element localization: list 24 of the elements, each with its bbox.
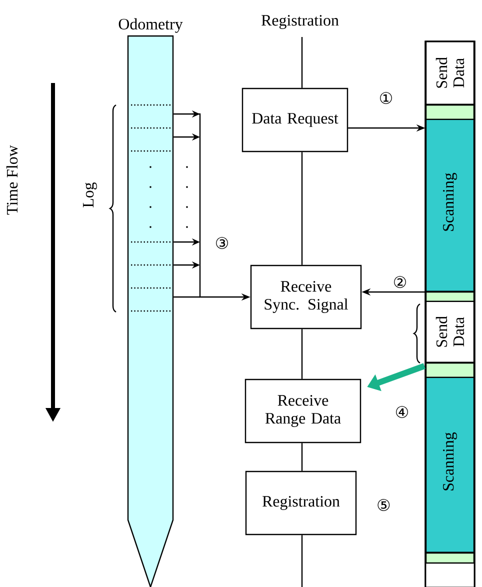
step-number: ② — [392, 275, 408, 289]
step-number: ③ — [214, 236, 230, 250]
timeline-segment: Scanning — [425, 376, 475, 553]
step-number: ④ — [394, 405, 410, 419]
step-number: ⑤ — [378, 499, 390, 511]
timeline-line — [301, 37, 303, 88]
timeline-bar — [424, 40, 476, 587]
axis-label: Time Flow — [6, 145, 18, 215]
timeline-line — [301, 152, 303, 265]
timeline-line — [301, 535, 303, 587]
axis-label: Log — [83, 182, 97, 208]
timeline-segment: Scanning — [425, 118, 475, 292]
process-box: Receive Sync. Signal — [250, 264, 362, 330]
column-heading: Registration — [262, 15, 339, 29]
process-box: Receive Range Data — [244, 378, 362, 444]
odometry-bar: Odometry — [118, 18, 183, 587]
timeline-line — [301, 329, 303, 379]
process-box: Data Request — [242, 88, 348, 152]
timeline-line — [301, 443, 303, 471]
timeline-segment: Send Data — [425, 300, 475, 363]
node-label: Odometry — [118, 18, 183, 33]
process-box: Registration — [245, 470, 357, 536]
step-number: ① — [378, 91, 394, 105]
timeline-segment: Send Data — [425, 40, 475, 105]
